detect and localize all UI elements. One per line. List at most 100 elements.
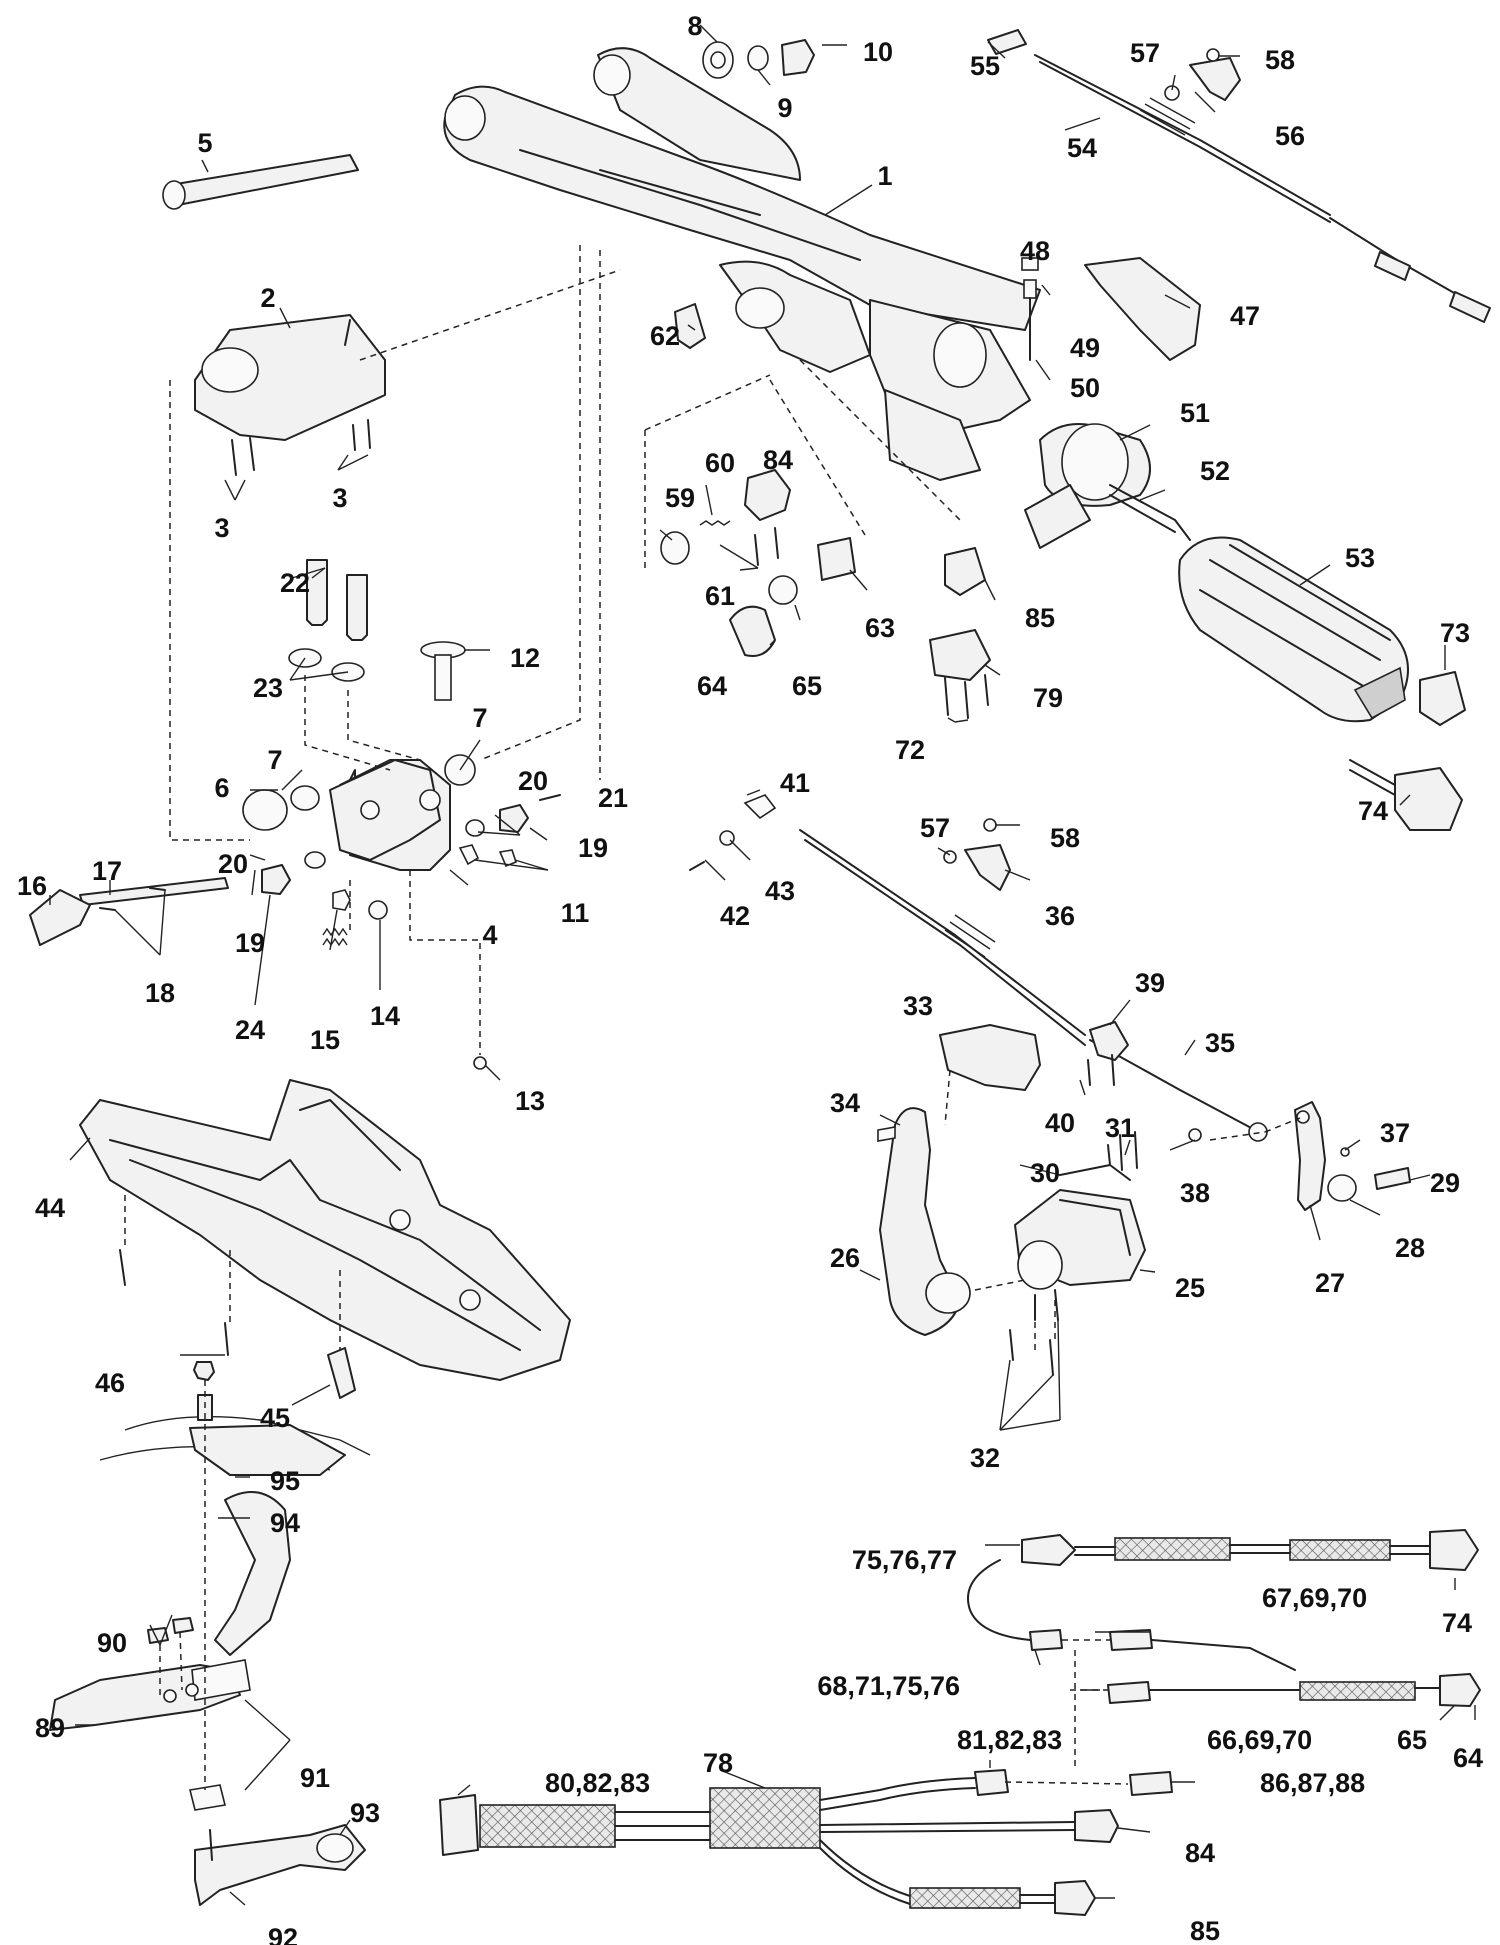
- callout-c66: 66,69,70: [1207, 1725, 1312, 1755]
- callout-c34: 34: [830, 1088, 860, 1118]
- callout-c42: 42: [720, 901, 750, 931]
- callout-c58b: 58: [1050, 823, 1080, 853]
- callout-c62: 62: [650, 321, 680, 351]
- callout-c30: 30: [1030, 1158, 1060, 1188]
- clip-45: [327, 1347, 356, 1399]
- shift-housing: [1014, 1131, 1146, 1290]
- callout-c90: 90: [97, 1628, 127, 1658]
- screw-stack-48-50: [1021, 257, 1039, 361]
- callout-c24: 24: [235, 1015, 265, 1045]
- wiring-harness: [439, 1529, 1481, 1916]
- callout-c13: 13: [515, 1086, 545, 1116]
- callout-c17: 17: [92, 856, 122, 886]
- callout-c93: 93: [350, 1798, 380, 1828]
- callout-c56: 56: [1275, 121, 1305, 151]
- callout-c9: 9: [777, 93, 792, 123]
- washer-nut-stack: [702, 39, 815, 79]
- callout-c72: 72: [895, 735, 925, 765]
- throttle-grip: [1024, 423, 1409, 723]
- callout-c46: 46: [95, 1368, 125, 1398]
- callout-c49: 49: [1070, 333, 1100, 363]
- callout-c65a: 65: [792, 671, 822, 701]
- callout-c40: 40: [1045, 1108, 1075, 1138]
- callout-c63: 63: [865, 613, 895, 643]
- shift-pin: [29, 877, 229, 946]
- callout-c73: 73: [1440, 618, 1470, 648]
- callout-c38: 38: [1180, 1178, 1210, 1208]
- shift-cable-lower: [689, 794, 1268, 1142]
- callout-c20b: 20: [518, 766, 548, 796]
- assembly-lines: [124, 245, 1301, 1790]
- callout-c53: 53: [1345, 543, 1375, 573]
- callout-c85a: 85: [1025, 603, 1055, 633]
- callout-c58a: 58: [1265, 45, 1295, 75]
- callout-c11: 11: [561, 898, 590, 928]
- shift-lever: [877, 1107, 971, 1336]
- callout-c19b: 19: [578, 833, 608, 863]
- callout-c74a: 74: [1358, 796, 1388, 826]
- callout-c23: 23: [253, 673, 283, 703]
- callout-c84a: 84: [763, 445, 793, 475]
- callout-c4: 4: [482, 920, 497, 950]
- callout-c86: 86,87,88: [1260, 1768, 1365, 1798]
- callout-c14: 14: [370, 1001, 400, 1031]
- callout-c22: 22: [280, 568, 310, 598]
- callout-c94: 94: [270, 1508, 300, 1538]
- callout-c84b: 84: [1185, 1838, 1215, 1868]
- callout-c64b: 64: [1453, 1743, 1483, 1773]
- callout-c65b: 65: [1397, 1725, 1427, 1755]
- bracket-screws: [231, 419, 371, 476]
- callout-c35: 35: [1205, 1028, 1235, 1058]
- callout-c52: 52: [1200, 456, 1230, 486]
- callout-c55: 55: [970, 51, 1000, 81]
- callout-c68: 68,71,75,76: [817, 1671, 960, 1701]
- callout-c29: 29: [1430, 1168, 1460, 1198]
- callout-c81: 81,82,83: [957, 1725, 1062, 1755]
- callout-c25: 25: [1175, 1273, 1205, 1303]
- callout-c60: 60: [705, 448, 735, 478]
- steering-friction-parts: [49, 1361, 371, 1906]
- bottom-cowl: [79, 1079, 571, 1381]
- callout-c61: 61: [705, 581, 735, 611]
- callout-c91: 91: [300, 1763, 330, 1793]
- throttle-cable-upper: [987, 29, 1491, 323]
- screw-46a: [119, 1249, 126, 1286]
- callout-c32: 32: [970, 1443, 1000, 1473]
- callout-c57b: 57: [920, 813, 950, 843]
- callout-c92: 92: [268, 1923, 298, 1945]
- callout-c51: 51: [1180, 398, 1210, 428]
- cover-33: [939, 1024, 1041, 1091]
- callout-c8: 8: [687, 11, 702, 41]
- callout-c3a: 3: [214, 513, 229, 543]
- callout-c27: 27: [1315, 1268, 1345, 1298]
- kill-switch-parts: [660, 303, 856, 657]
- callout-c41: 41: [780, 768, 810, 798]
- bolts-22: [288, 559, 368, 682]
- callout-c95: 95: [270, 1466, 300, 1496]
- callout-c7b: 7: [472, 703, 487, 733]
- callout-c7a: 7: [267, 745, 282, 775]
- callout-c48: 48: [1020, 236, 1050, 266]
- callout-c59: 59: [665, 483, 695, 513]
- callout-c28: 28: [1395, 1233, 1425, 1263]
- callout-c33: 33: [903, 991, 933, 1021]
- callout-c50: 50: [1070, 373, 1100, 403]
- callout-c26: 26: [830, 1243, 860, 1273]
- pivot-housing: [242, 754, 561, 1070]
- callout-c16: 16: [17, 871, 47, 901]
- callout-c54: 54: [1067, 133, 1097, 163]
- callout-c89: 89: [35, 1713, 65, 1743]
- grip-cap: [1419, 671, 1466, 726]
- callout-c43: 43: [765, 876, 795, 906]
- callout-c5: 5: [197, 128, 212, 158]
- callout-c80: 80,82,83: [545, 1768, 650, 1798]
- callout-c45: 45: [260, 1403, 290, 1433]
- plunger: [420, 641, 466, 701]
- callout-c10: 10: [863, 37, 893, 67]
- callout-c15: 15: [310, 1025, 340, 1055]
- callout-c39: 39: [1135, 968, 1165, 998]
- callout-c67: 67,69,70: [1262, 1583, 1367, 1613]
- callout-c6: 6: [214, 773, 229, 803]
